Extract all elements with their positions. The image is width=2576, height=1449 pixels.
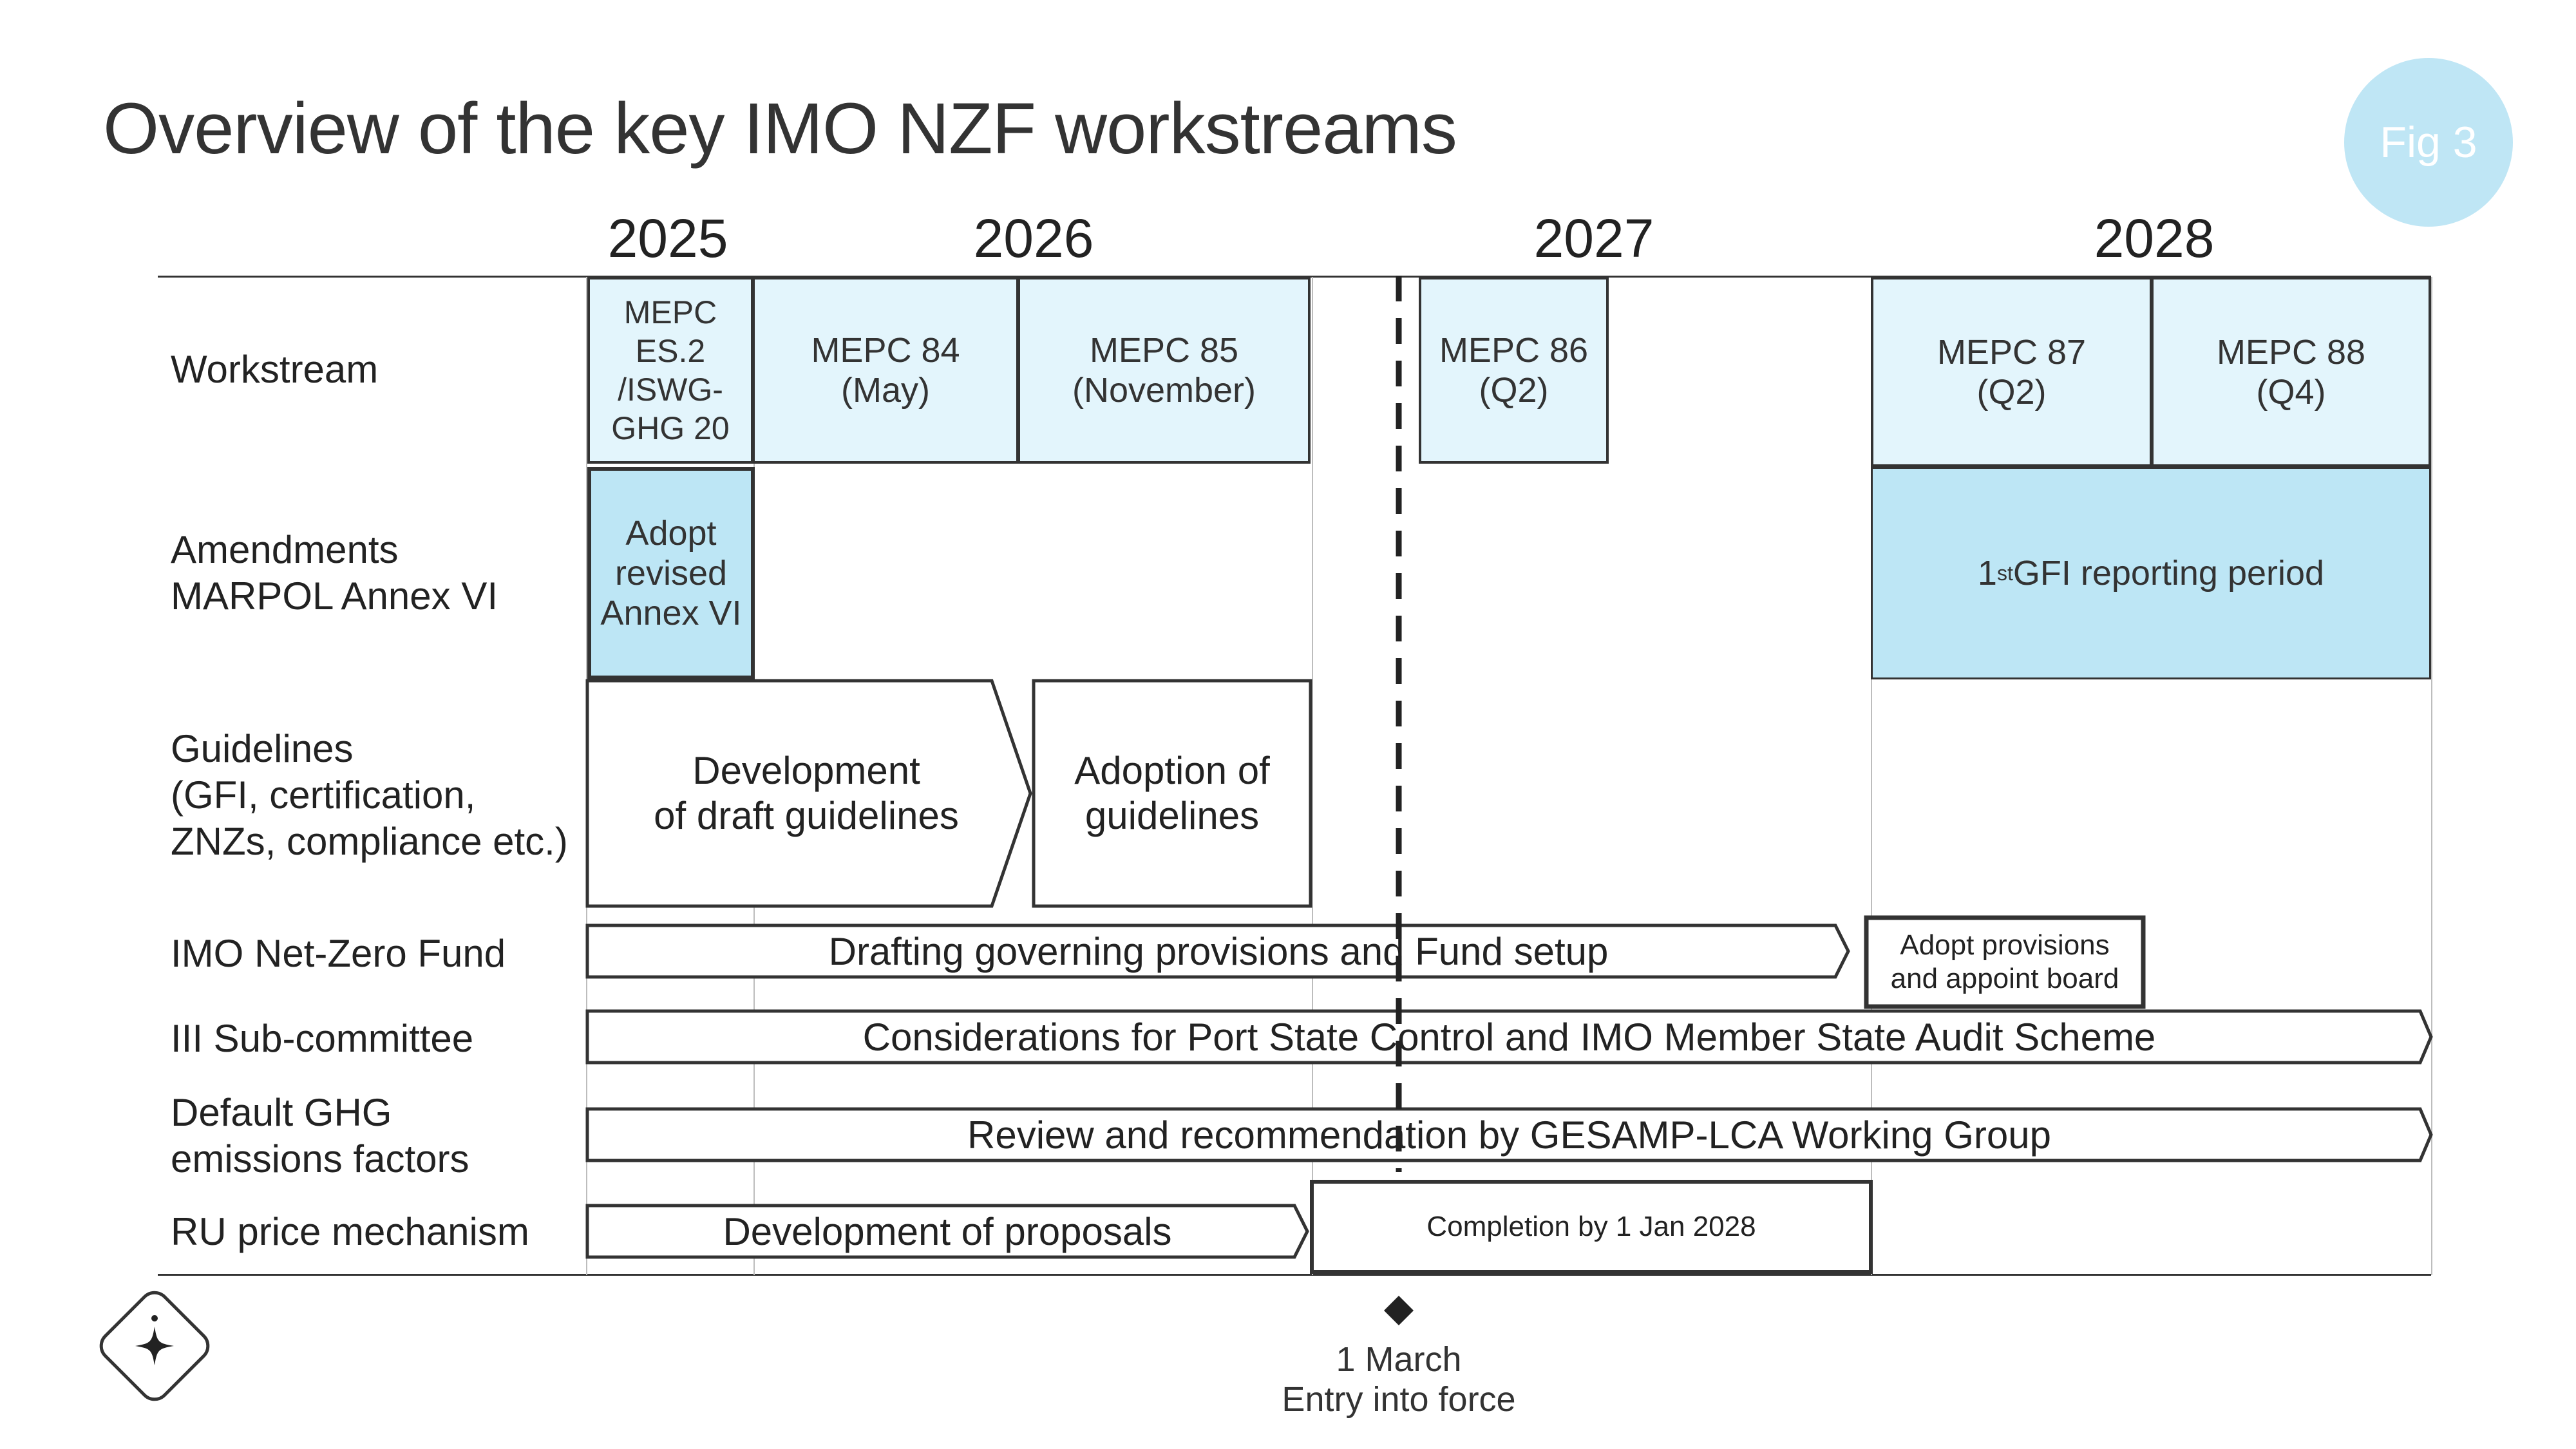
ghg-review-label: Review and recommendation by GESAMP-LCA … (967, 1113, 2051, 1157)
iii-considerations-arrow (585, 1009, 2433, 1065)
fund-adopt-board-box (1864, 915, 2146, 1009)
figure-badge: Fig 3 (2344, 58, 2513, 227)
milestone-date: 1 March (1336, 1340, 1462, 1379)
grid-column-line (2431, 277, 2432, 1275)
ru-proposals-arrow (585, 1204, 1309, 1259)
grid-top-line (158, 276, 2431, 278)
adoption-guidelines-shape (1032, 679, 1312, 908)
fund-drafting-label: Drafting governing provisions and Fund s… (828, 929, 1609, 973)
sparkle-diamond-icon (99, 1291, 210, 1401)
meeting-mepc-84: MEPC 84 (May) (752, 277, 1019, 464)
milestone-diamond-icon (1384, 1296, 1414, 1325)
year-2028: 2028 (2094, 208, 2215, 269)
reporting-period-label: GFI reporting period (2012, 554, 2325, 592)
development-guidelines-shape (585, 679, 1032, 908)
row-label-workstream: Workstream (171, 348, 379, 391)
ru-proposals-label: Development of proposals (723, 1209, 1172, 1253)
meeting-mepc-85: MEPC 85 (November) (1018, 277, 1311, 464)
fund-adopt-board-label: Adopt provisions and appoint board (1890, 929, 2119, 994)
meeting-mepc-88: MEPC 88 (Q4) (2151, 277, 2431, 467)
ru-completion-box (1310, 1180, 1873, 1274)
fund-drafting-arrow (585, 923, 1850, 979)
ghg-review-arrow (585, 1107, 2433, 1162)
year-2025: 2025 (607, 208, 728, 269)
row-label-guidelines: Guidelines (GFI, certification, ZNZs, co… (171, 727, 568, 863)
ru-completion-label: Completion by 1 Jan 2028 (1426, 1211, 1756, 1242)
year-2027: 2027 (1533, 208, 1654, 269)
page-title: Overview of the key IMO NZF workstreams (103, 88, 1457, 169)
row-label-iii: III Sub-committee (171, 1017, 474, 1060)
year-2026: 2026 (973, 208, 1094, 269)
row-label-amendments: Amendments MARPOL Annex VI (171, 528, 498, 618)
milestone-label: Entry into force (1282, 1380, 1516, 1419)
meeting-mepc-es2: MEPC ES.2 /ISWG- GHG 20 (587, 277, 753, 464)
reporting-period-number: 1 (1977, 554, 1997, 592)
reporting-period-suffix: st (1996, 562, 2013, 585)
row-label-ru: RU price mechanism (171, 1210, 529, 1253)
meeting-mepc-87: MEPC 87 (Q2) (1871, 277, 2152, 467)
iii-considerations-label: Considerations for Port State Control an… (862, 1015, 2156, 1059)
row-label-fund: IMO Net-Zero Fund (171, 932, 506, 975)
row-label-ghg: Default GHG emissions factors (171, 1091, 469, 1180)
adoption-guidelines-label: Adoption of guidelines (1074, 749, 1270, 837)
development-guidelines-label: Development of draft guidelines (654, 749, 959, 837)
grid-column-line (1871, 277, 1872, 1275)
grid-column-line (1312, 277, 1313, 1275)
grid-bottom-line (158, 1274, 2431, 1276)
adopt-revised-annex-vi: Adopt revised Annex VI (587, 467, 755, 679)
meeting-mepc-86: MEPC 86 (Q2) (1419, 277, 1609, 464)
